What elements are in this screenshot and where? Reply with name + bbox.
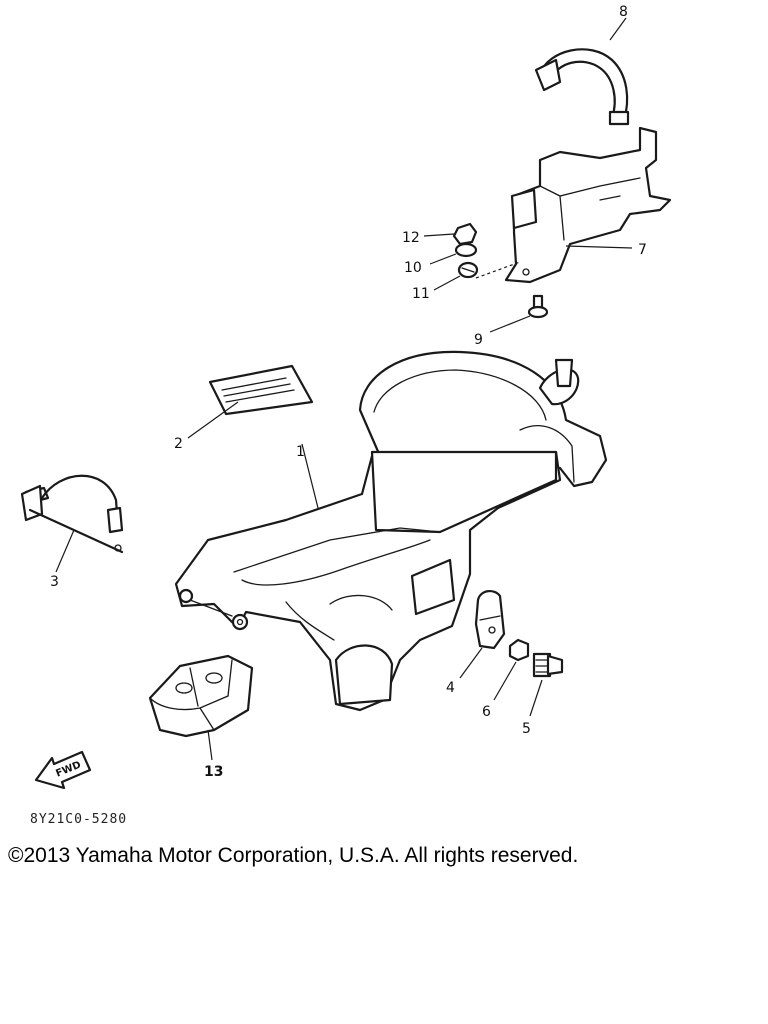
callout-7: 7 [638,242,647,258]
part-6-nut [493,638,530,701]
part-5-bolt [529,652,564,717]
callout-3: 3 [50,574,59,590]
diagram-code: 8Y21C0-5280 [30,812,128,827]
part-7-bracket [475,126,672,284]
callout-12: 12 [402,230,420,246]
copyright-notice: ©2013 Yamaha Motor Corporation, U.S.A. A… [8,844,579,867]
part-4-clip [459,590,506,679]
callout-8: 8 [619,4,628,20]
callout-6: 6 [482,704,491,720]
part-10-washer [429,242,478,265]
callout-11: 11 [412,286,430,302]
callout-1: 1 [296,444,305,460]
part-1-hull [174,350,608,712]
part-11-washer [433,261,479,291]
part-13-bag [148,654,254,761]
fwd-arrow-icon: FWD [34,750,92,790]
part-3-cable-hook [20,474,124,573]
callout-9: 9 [474,332,483,348]
callout-10: 10 [404,260,422,276]
part-12-nut [423,222,478,246]
part-2-label [187,364,314,439]
callout-5: 5 [522,721,531,737]
part-8-strap [534,17,630,126]
callout-13: 13 [204,764,223,780]
callout-4: 4 [446,680,455,696]
part-9-screw [489,294,549,333]
callout-2: 2 [174,436,183,452]
